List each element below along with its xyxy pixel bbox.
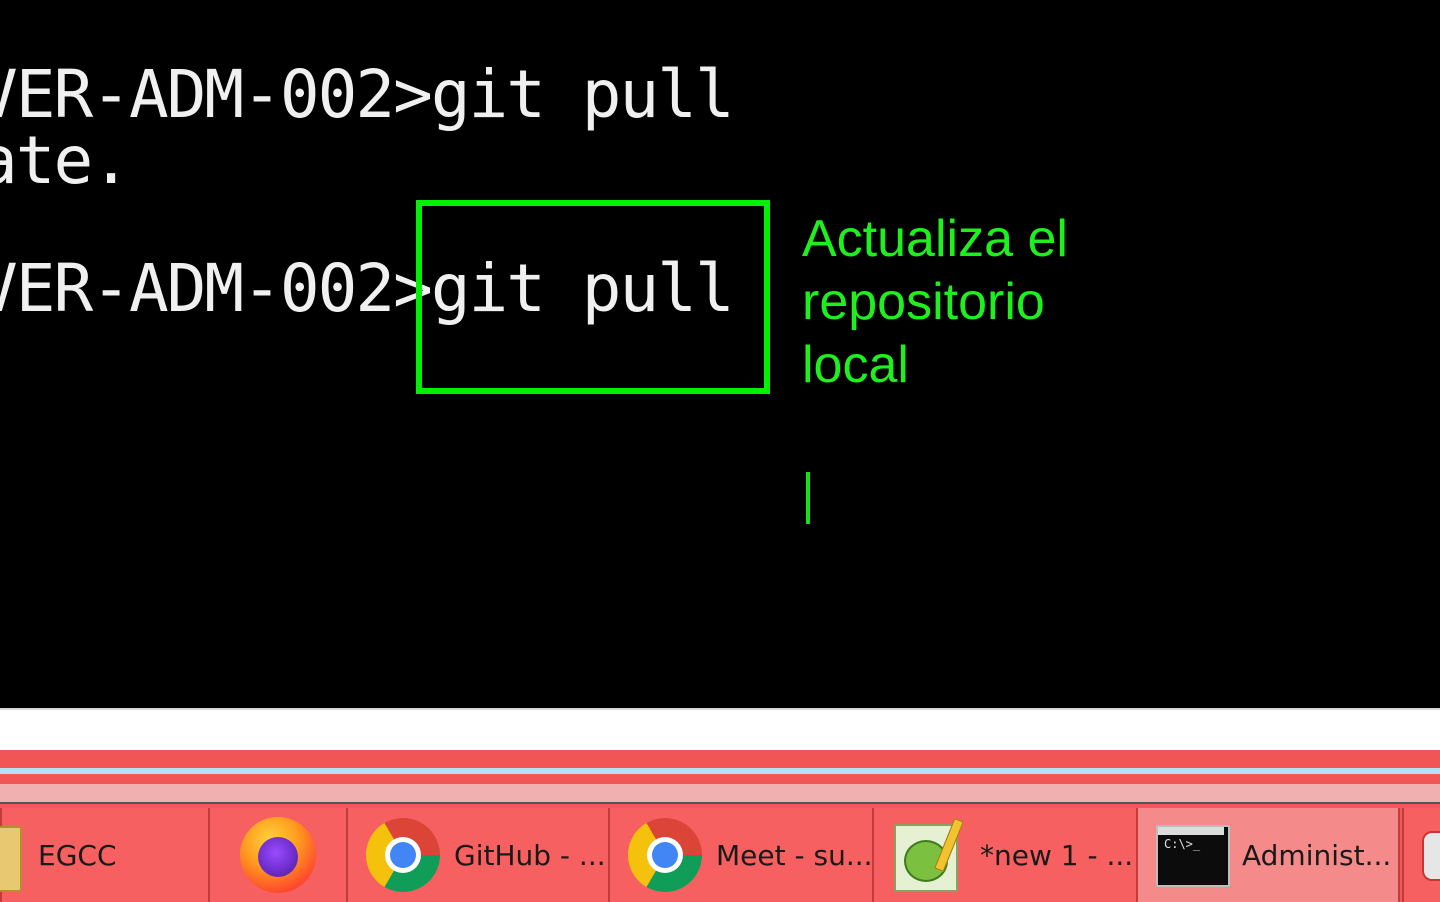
folder-icon	[0, 816, 24, 894]
taskbar-item-firefox[interactable]	[208, 808, 348, 902]
chrome-icon	[366, 818, 440, 892]
taskbar-item-notepad[interactable]: *new 1 - ...	[872, 808, 1138, 902]
terminal-line: ate.	[0, 122, 131, 199]
taskbar-item-label: Meet - su...	[716, 838, 873, 872]
taskbar: EGCC GitHub - ... Meet - su... *new 1 - …	[0, 802, 1440, 902]
app-icon	[1422, 825, 1440, 885]
desktop-band	[0, 750, 1440, 768]
taskbar-item-egcc[interactable]: EGCC	[0, 808, 210, 902]
desktop-divider	[0, 768, 1440, 774]
annotation-line: Actualiza el	[802, 210, 1068, 268]
text-cursor	[806, 472, 810, 524]
taskbar-item-github[interactable]: GitHub - ...	[346, 808, 610, 902]
terminal-line: VER-ADM-002>git pull	[0, 250, 735, 327]
taskbar-item-app[interactable]	[1402, 808, 1440, 902]
taskbar-item-label: GitHub - ...	[454, 838, 606, 872]
firefox-icon	[240, 817, 316, 893]
annotation-line: local	[802, 336, 909, 394]
notepad-plus-plus-icon	[892, 818, 966, 892]
terminal-line: VER-ADM-002>git pull	[0, 56, 735, 133]
chrome-icon	[628, 818, 702, 892]
desktop-band	[0, 784, 1440, 802]
desktop-band	[0, 774, 1440, 784]
annotation-text: Actualiza el repositorio local	[802, 208, 1068, 397]
taskbar-item-label: EGCC	[38, 838, 117, 872]
window-horizontal-scrollbar[interactable]	[0, 708, 1440, 752]
command-highlight-box	[416, 200, 770, 394]
command-prompt-icon: C:\>_	[1156, 825, 1230, 887]
taskbar-item-label: *new 1 - ...	[980, 838, 1134, 872]
taskbar-item-meet[interactable]: Meet - su...	[608, 808, 874, 902]
taskbar-item-label: Administ...	[1242, 838, 1392, 872]
annotation-line: repositorio	[802, 273, 1045, 331]
taskbar-item-cmd[interactable]: C:\>_ Administ...	[1136, 808, 1400, 902]
terminal-window[interactable]: VER-ADM-002>git pull ate. VER-ADM-002>gi…	[0, 0, 1440, 708]
